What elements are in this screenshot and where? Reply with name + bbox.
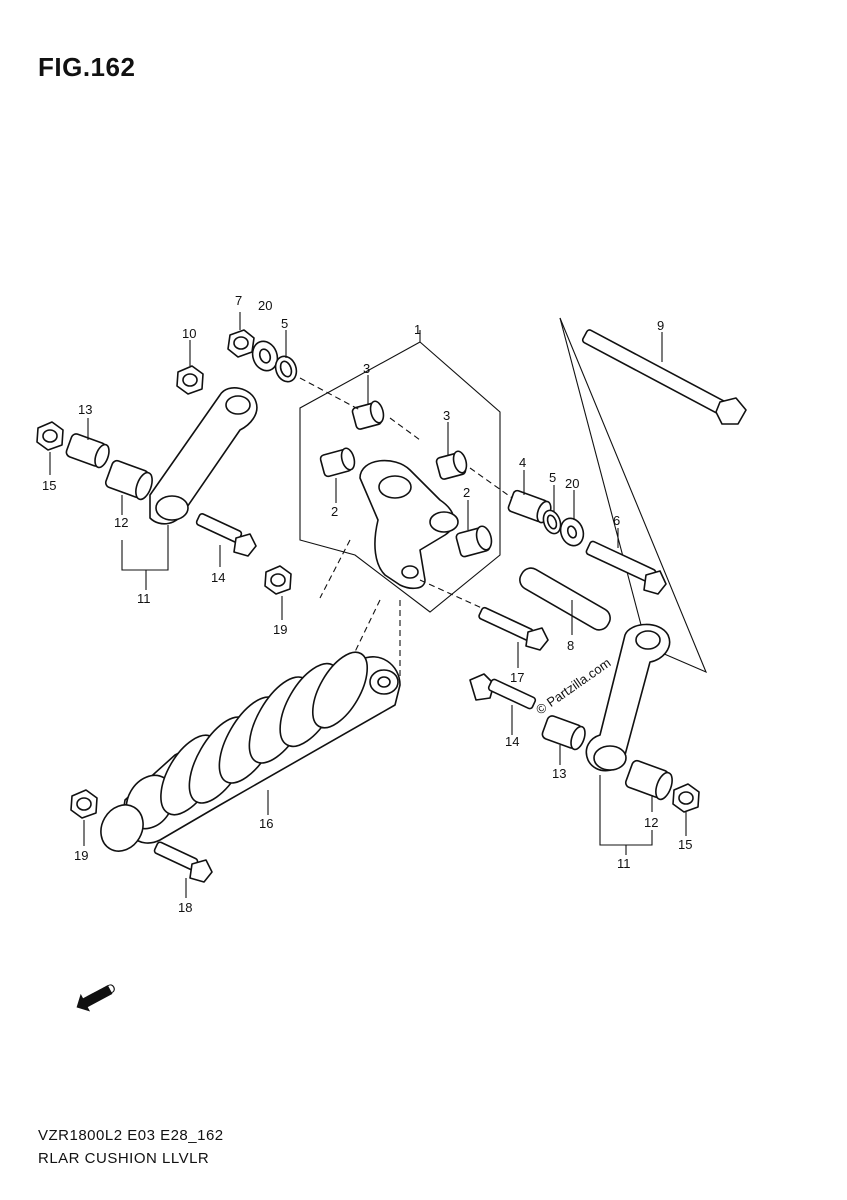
callout-8: 8 bbox=[567, 638, 574, 653]
needle-bearing-3-upper bbox=[351, 400, 385, 430]
callout-17: 17 bbox=[510, 670, 524, 685]
callout-19-lower: 19 bbox=[74, 848, 88, 863]
callout-7: 7 bbox=[235, 293, 242, 308]
nut-7 bbox=[227, 329, 255, 358]
callout-3-upper: 3 bbox=[363, 361, 370, 376]
callout-19-upper: 19 bbox=[273, 622, 287, 637]
callout-5-top: 5 bbox=[281, 316, 288, 331]
callout-4: 4 bbox=[519, 455, 526, 470]
bearing-12-left bbox=[104, 459, 153, 501]
cushion-rod-11-right bbox=[585, 623, 671, 772]
callout-18: 18 bbox=[178, 900, 192, 915]
callout-9: 9 bbox=[657, 318, 664, 333]
callout-11-left: 11 bbox=[137, 591, 151, 606]
spacer-13-left bbox=[65, 433, 110, 469]
bolt-14-left bbox=[195, 513, 257, 557]
spacer-13-right bbox=[541, 715, 586, 751]
rear-shock-absorber-16 bbox=[100, 651, 401, 852]
bolt-18 bbox=[153, 841, 213, 883]
leader-lines bbox=[49, 312, 687, 898]
nut-10 bbox=[176, 365, 204, 395]
callout-20-top: 20 bbox=[258, 298, 272, 313]
callout-15-left: 15 bbox=[42, 478, 56, 493]
seal-5-top bbox=[274, 355, 298, 383]
needle-bearing-2-right bbox=[455, 525, 493, 558]
nut-19-lower bbox=[70, 789, 98, 819]
sleeve-8 bbox=[519, 567, 611, 631]
nut-15-right bbox=[672, 783, 700, 813]
lever-assembly-frame bbox=[299, 330, 501, 613]
bolt-17 bbox=[478, 606, 549, 651]
callout-1: 1 bbox=[414, 322, 421, 337]
bolt-14-right bbox=[469, 673, 537, 710]
callout-13-right: 13 bbox=[552, 766, 566, 781]
forward-direction-label: FWD bbox=[85, 980, 118, 1007]
bolt-frame bbox=[559, 317, 708, 674]
cushion-rod-11-left bbox=[149, 387, 258, 525]
bolt-6 bbox=[585, 540, 667, 595]
callout-16: 16 bbox=[259, 816, 273, 831]
callout-20-right: 20 bbox=[565, 476, 579, 491]
cushion-lever bbox=[359, 459, 459, 590]
callout-6: 6 bbox=[613, 513, 620, 528]
callout-15-right: 15 bbox=[678, 837, 692, 852]
nut-19-upper bbox=[264, 565, 292, 595]
callout-11-right: 11 bbox=[617, 856, 631, 871]
callout-2-right: 2 bbox=[463, 485, 470, 500]
bearing-12-right bbox=[624, 759, 673, 801]
callout-5-right: 5 bbox=[549, 470, 556, 485]
partzilla-watermark: © Partzilla.com bbox=[533, 655, 613, 718]
bolt-9 bbox=[581, 329, 747, 425]
nut-15-left bbox=[36, 421, 64, 451]
needle-bearing-2-left bbox=[319, 447, 356, 478]
callout-14-left: 14 bbox=[211, 570, 225, 585]
model-code: VZR1800L2 E03 E28_162 bbox=[38, 1127, 224, 1144]
figure-title: FIG.162 bbox=[38, 52, 136, 82]
callout-12-right: 12 bbox=[644, 815, 658, 830]
needle-bearing-3-right bbox=[435, 450, 468, 480]
callout-3-right: 3 bbox=[443, 408, 450, 423]
callout-12-left: 12 bbox=[114, 515, 128, 530]
callout-labels: 1 7 20 5 10 3 3 2 2 4 5 20 6 8 9 13 15 1… bbox=[42, 293, 692, 915]
callout-10: 10 bbox=[182, 326, 196, 341]
section-title: RLAR CUSHION LLVLR bbox=[38, 1150, 210, 1167]
callout-14-right: 14 bbox=[505, 734, 519, 749]
washer-20-top bbox=[251, 340, 279, 372]
seal-5-right bbox=[542, 509, 562, 535]
callout-13-left: 13 bbox=[78, 402, 92, 417]
forward-direction-icon: FWD bbox=[76, 980, 118, 1012]
washer-20-right bbox=[559, 517, 585, 547]
callout-2-left: 2 bbox=[331, 504, 338, 519]
